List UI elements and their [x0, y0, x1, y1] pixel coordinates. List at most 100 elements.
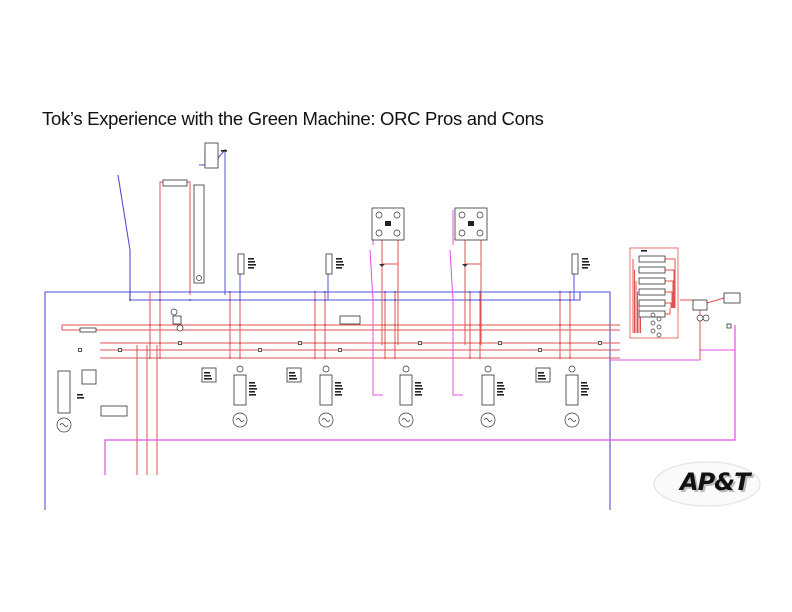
engine-pump-icon: [402, 365, 410, 373]
radiator-label: [336, 261, 343, 263]
pipe-junction-dot: [314, 291, 316, 293]
hx-label: [204, 372, 210, 374]
pipe-junction-dot: [159, 324, 161, 326]
pipe-junction-dot: [189, 291, 191, 293]
generator-engine-2: [319, 374, 333, 406]
pipe-junction-dot: [324, 291, 326, 293]
generator-label: [249, 391, 255, 393]
pipe-junction-dot: [324, 299, 326, 301]
pipe-junction-dot: [394, 299, 396, 301]
pipe-junction-dot: [559, 291, 561, 293]
load-loop-outline: [629, 247, 679, 339]
engine-pump-icon: [322, 365, 330, 373]
engine-pump-icon: [236, 365, 244, 373]
pipe-junction-dot: [149, 357, 151, 359]
column-gauge-icon: [196, 275, 202, 281]
generator-label: [581, 391, 587, 393]
load-pump-icon: [650, 312, 656, 318]
orc-fan-icon: [458, 211, 466, 219]
orc-glycol-branch-2: [449, 249, 463, 396]
pipe-junction-dot: [314, 357, 316, 359]
load-pump-icon: [656, 332, 662, 338]
generator-label: [249, 394, 256, 396]
heating-load-box-4: [638, 288, 666, 296]
radiator-label: [336, 264, 344, 266]
generator-label: [497, 391, 503, 393]
sine-wave-icon: [483, 418, 493, 422]
generator-label: [415, 382, 421, 384]
hx-label: [538, 378, 546, 380]
radiator-2: [325, 253, 333, 275]
expansion-tank: [204, 142, 219, 169]
valve-icon: [498, 341, 502, 345]
pipe-junction-dot: [239, 357, 241, 359]
pipe-junction-dot: [569, 342, 571, 344]
radiator-1: [237, 253, 245, 275]
radiator-label: [582, 267, 588, 269]
logo-text: AP&T: [680, 468, 750, 496]
pipe-junction-dot: [469, 357, 471, 359]
heating-load-return: [665, 291, 673, 308]
generator-label: [415, 385, 422, 387]
pipe-junction-dot: [479, 357, 481, 359]
pipe-junction-dot: [569, 357, 571, 359]
orc-glycol-branch-1: [369, 249, 383, 396]
valve-icon: [338, 348, 342, 352]
circulation-pump-box: [172, 315, 182, 325]
heating-load-return: [665, 308, 671, 315]
cooling-water-inlet-line: [117, 174, 131, 300]
engine-pump-icon: [568, 365, 576, 373]
generator-label: [249, 382, 255, 384]
hx-label: [538, 375, 545, 377]
engine-pump-icon: [484, 365, 492, 373]
pipe-junction-dot: [469, 342, 471, 344]
generator-label: [581, 385, 588, 387]
heat-recovery-riser: [159, 181, 191, 295]
generator-label: [249, 388, 257, 390]
sine-wave-icon: [321, 418, 331, 422]
heating-load-box-1: [638, 255, 666, 263]
pipe-junction-dot: [569, 324, 571, 326]
pipe-junction-dot: [239, 291, 241, 293]
generator-engine-1: [233, 374, 247, 406]
heat-recovery-box: [162, 179, 188, 187]
pipe-junction-dot: [394, 357, 396, 359]
generator-label: [249, 385, 256, 387]
three-way-valve-icon: [379, 264, 385, 267]
pipe-junction-dot: [314, 324, 316, 326]
pipe-junction-dot: [239, 342, 241, 344]
generator-label: [581, 388, 589, 390]
pipe-junction-dot: [159, 299, 161, 301]
pump-icon: [176, 324, 184, 332]
logo-ellipse-icon: [653, 461, 761, 507]
pipe-junction-dot: [239, 299, 241, 301]
pipe-junction-dot: [559, 342, 561, 344]
load-control-box: [692, 299, 708, 311]
pipe-junction-dot: [149, 324, 151, 326]
heating-load-box-5: [638, 299, 666, 307]
glycol-valve-icon: [726, 323, 732, 329]
generator-label: [497, 382, 503, 384]
pipe-junction-dot: [229, 357, 231, 359]
radiator-3: [571, 253, 579, 275]
radiator-label: [248, 267, 254, 269]
pipe-junction-dot: [384, 324, 386, 326]
pipe-junction-dot: [314, 299, 316, 301]
generator-label: [335, 394, 342, 396]
heat-exchanger-left: [81, 369, 97, 385]
generator-engine-3: [399, 374, 413, 406]
valve-icon: [298, 341, 302, 345]
orc-fan-icon: [393, 229, 401, 237]
glycol-pump-icon: [696, 314, 704, 322]
pipe-junction-dot: [469, 324, 471, 326]
orc-fan-icon: [476, 211, 484, 219]
valve-icon: [538, 348, 542, 352]
heating-load-return: [665, 280, 674, 308]
heating-load-return: [665, 258, 676, 308]
orc-fan-icon: [458, 229, 466, 237]
generator-label: [335, 385, 342, 387]
orc-turbine-icon: [468, 221, 474, 226]
pipe-junction-dot: [189, 299, 191, 301]
generator-label: [497, 394, 504, 396]
equipment-layer: [56, 142, 741, 433]
